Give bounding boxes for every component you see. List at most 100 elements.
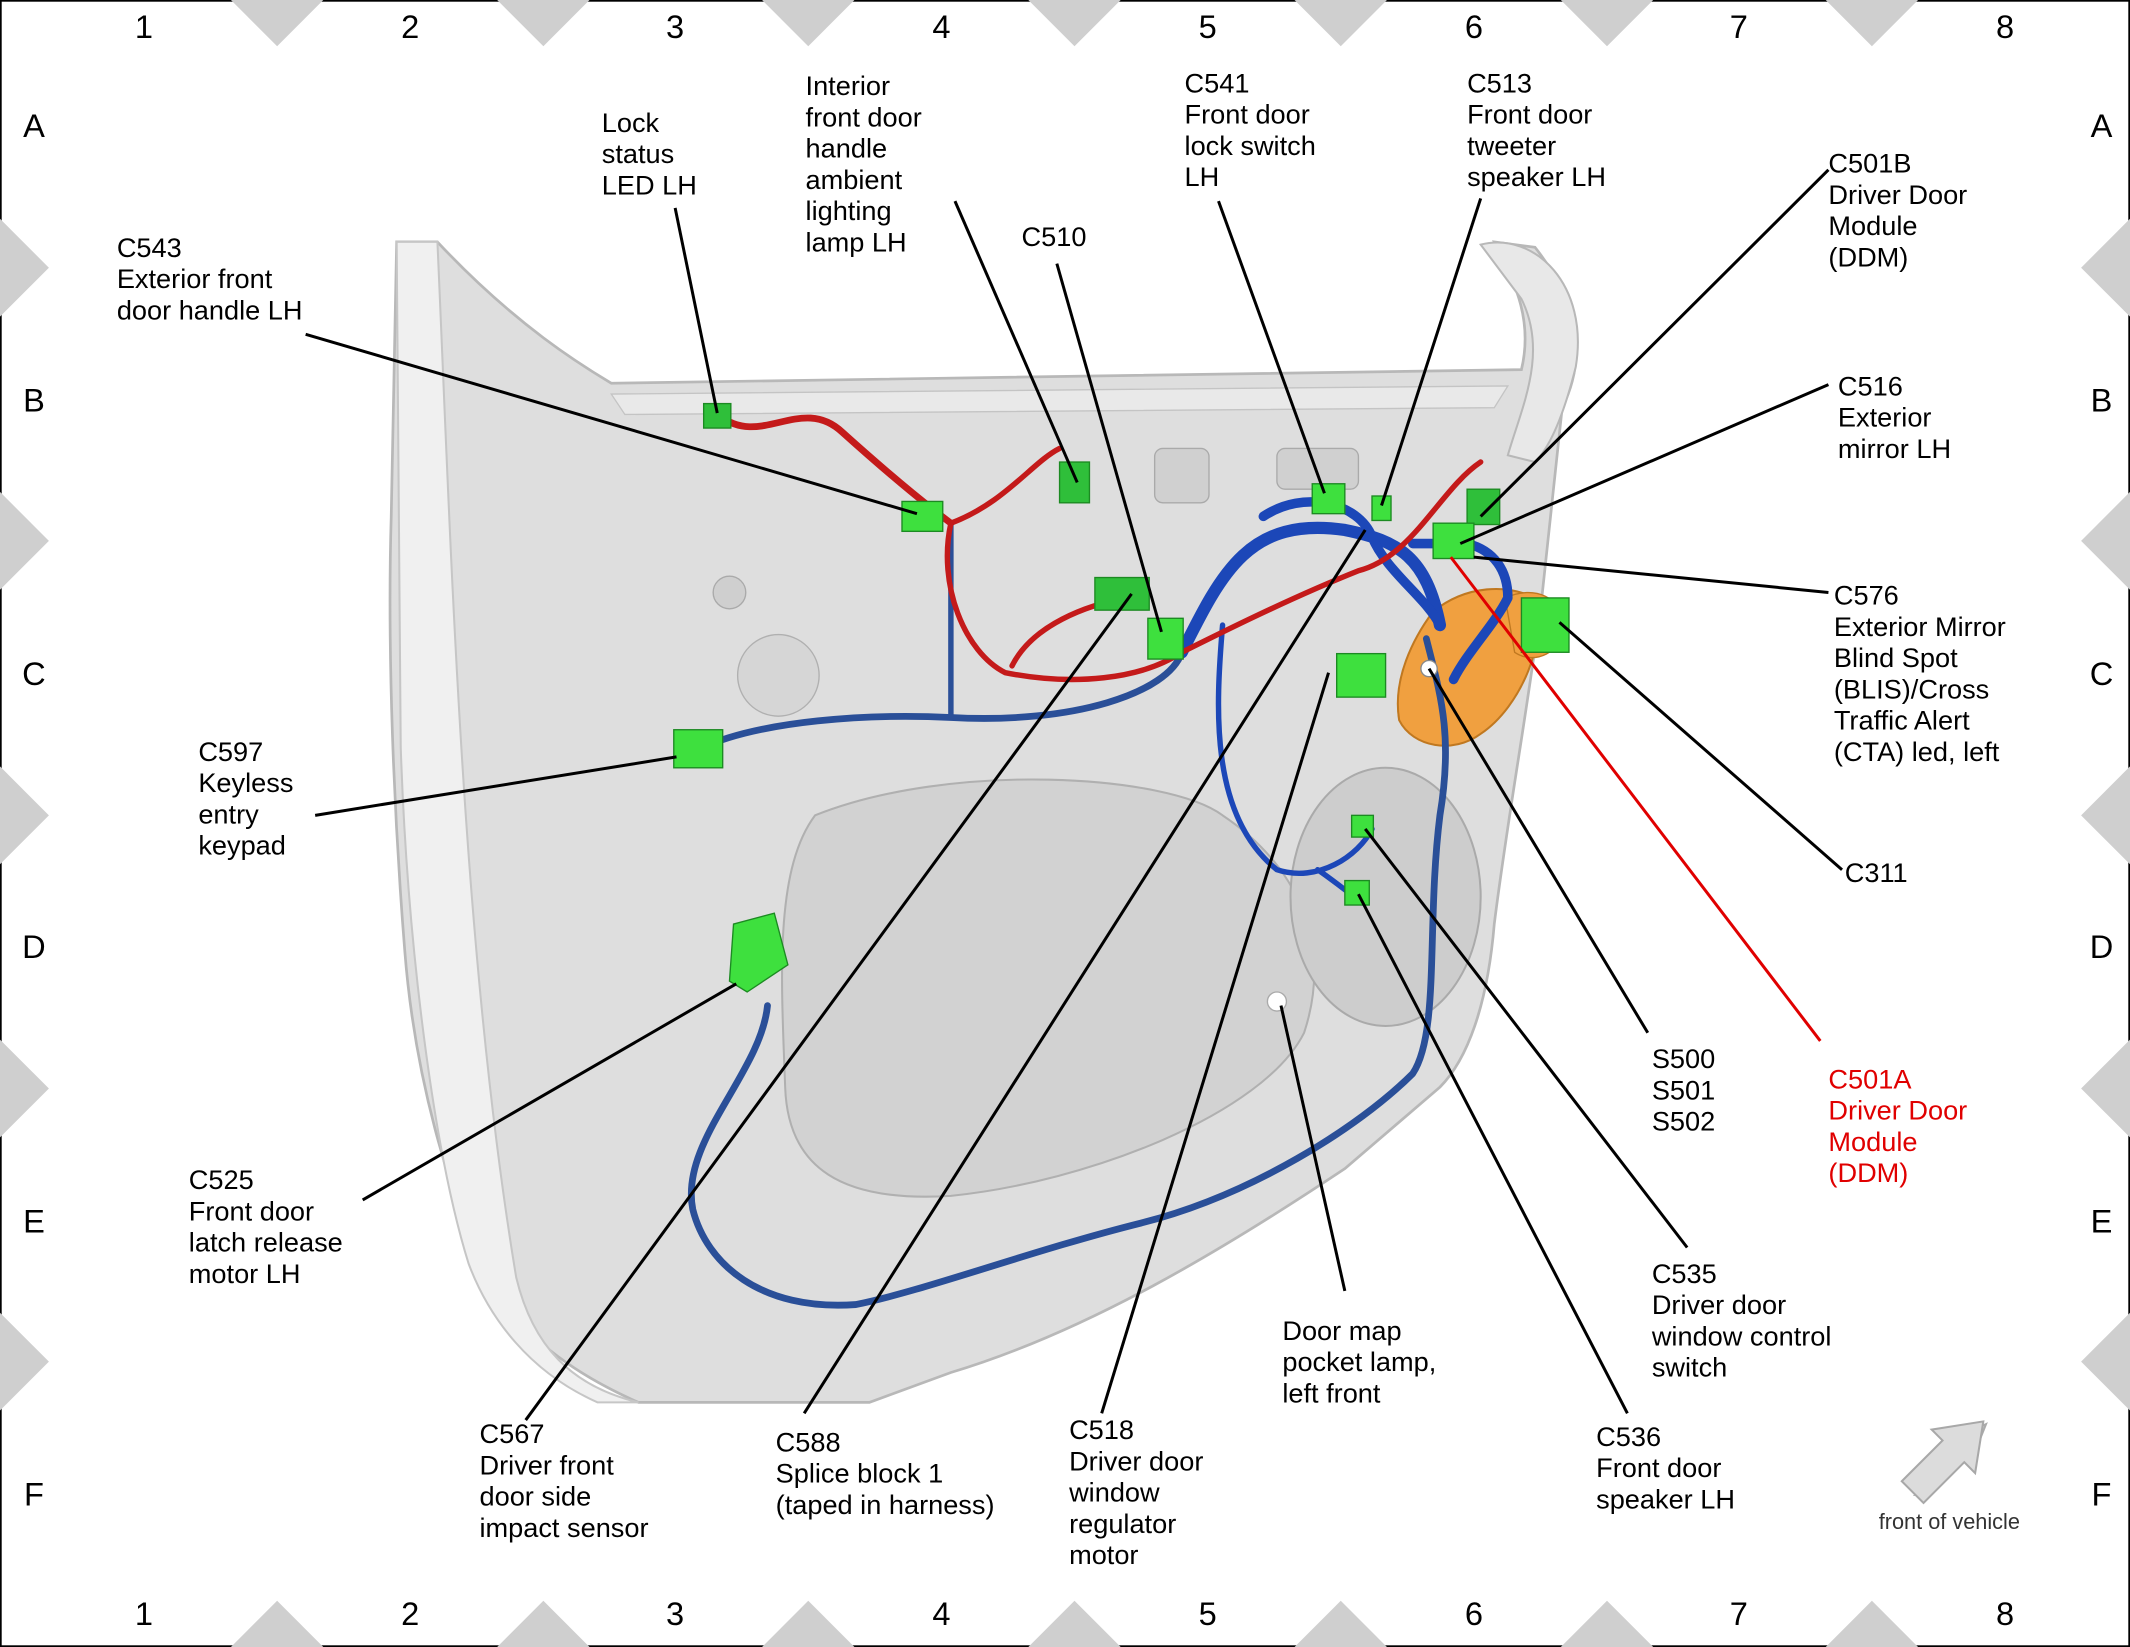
connector-c536 — [1344, 879, 1370, 906]
border-diamond-bottom-5 — [1294, 1600, 1387, 1647]
label-c588: C588 Splice block 1 (taped in harness) — [776, 1426, 995, 1520]
grid-col-1-bottom: 1 — [135, 1595, 153, 1632]
label-c536: C536 Front door speaker LH — [1596, 1421, 1735, 1515]
border-diamond-right-5 — [2081, 1312, 2130, 1411]
label-c541: C541 Front door lock switch LH — [1185, 67, 1324, 192]
label-c567: C567 Driver front door side impact senso… — [480, 1418, 649, 1543]
leader-interior-handle-lamp — [953, 200, 1079, 484]
grid-column-labels-top: 1 2 3 4 5 6 7 8 — [135, 8, 2014, 45]
leader-c501b — [1479, 168, 1830, 518]
harness-led-branch — [716, 412, 955, 527]
border-diamond-left-5 — [0, 1312, 49, 1411]
border-diamond-bottom-1 — [230, 1600, 324, 1647]
connector-c513 — [1371, 495, 1392, 522]
label-c513: C513 Front door tweeter speaker LH — [1467, 67, 1606, 192]
connector-c597 — [673, 729, 724, 769]
panel-pocket — [1153, 447, 1210, 504]
border-diamond-right-1 — [2081, 218, 2130, 317]
front-arrow-shape — [1900, 1420, 1985, 1505]
door-edge-flange — [395, 240, 639, 1404]
border-diamond-top-7 — [1825, 0, 1919, 47]
label-interior-handle-lamp: Interior front door handle ambient light… — [806, 70, 930, 257]
front-of-vehicle-indicator: front of vehicle — [1879, 1420, 2020, 1534]
grid-col-6-bottom: 6 — [1465, 1595, 1483, 1632]
grid-col-2-top: 2 — [401, 8, 419, 45]
leader-c567 — [524, 592, 1133, 1421]
leader-c501a — [1449, 556, 1822, 1042]
grid-col-3-bottom: 3 — [666, 1595, 684, 1632]
border-diamond-right-2 — [2081, 491, 2130, 590]
label-c516: C516 Exterior mirror LH — [1838, 370, 1951, 464]
grid-row-a-left: A — [23, 107, 45, 144]
harness-blue — [687, 497, 1513, 1309]
harness-ambient-branch — [948, 445, 1063, 526]
grid-row-labels-left: A B C D E F — [22, 107, 46, 1512]
connector-c541 — [1311, 483, 1346, 515]
border-diamond-top-1 — [230, 0, 324, 47]
border-diamond-bottom-7 — [1825, 1600, 1919, 1647]
harness-ddm-branch — [1408, 538, 1513, 685]
leader-c543 — [305, 332, 918, 516]
belt-line — [610, 385, 1510, 416]
harness-main-loop-2 — [1258, 497, 1445, 630]
grid-row-e-left: E — [23, 1203, 45, 1240]
connector-c525 — [728, 912, 789, 993]
leader-c525 — [361, 982, 738, 1202]
label-s500-s502: S500 S501 S502 — [1652, 1043, 1723, 1137]
leader-s500 — [1427, 667, 1650, 1034]
leader-c518 — [1100, 672, 1330, 1414]
border-diamond-bottom-2 — [497, 1600, 590, 1647]
grid-row-d-left: D — [22, 928, 46, 965]
grid-row-b-left: B — [23, 382, 45, 419]
grid-col-3-top: 3 — [666, 8, 684, 45]
harness-speaker-branch — [1215, 622, 1375, 877]
grid-row-labels-right: A B C D E F — [2090, 107, 2114, 1512]
grid-column-labels-bottom: 1 2 3 4 5 6 7 8 — [135, 1595, 2014, 1632]
border-diamond-left-3 — [0, 766, 49, 865]
grid-row-c-right: C — [2090, 655, 2114, 692]
speaker-opening — [1289, 766, 1482, 1027]
label-c576: C576 Exterior Mirror Blind Spot (BLIS)/C… — [1834, 580, 2014, 767]
label-c535: C535 Driver door window control switch — [1651, 1258, 1839, 1383]
label-c510: C510 — [1022, 221, 1087, 252]
label-c543: C543 Exterior front door handle LH — [117, 232, 303, 326]
harness-main-loop — [1175, 521, 1447, 659]
border-diamond-right-3 — [2081, 766, 2130, 865]
label-lock-status-led: Lock status LED LH — [602, 107, 697, 201]
border-diamond-top-5 — [1294, 0, 1387, 47]
border-diamond-top-6 — [1560, 0, 1654, 47]
grid-col-4-top: 4 — [932, 8, 950, 45]
leader-c536 — [1357, 893, 1629, 1414]
grid-col-1-top: 1 — [135, 8, 153, 45]
panel-hole — [712, 575, 747, 610]
border-diamond-left-1 — [0, 218, 49, 317]
border-diamond-top-2 — [497, 0, 590, 47]
connector-interior-handle-lamp — [1058, 461, 1091, 504]
leader-lines — [305, 168, 1844, 1421]
label-c525: C525 Front door latch release motor LH — [189, 1164, 351, 1289]
grid-col-2-bottom: 2 — [401, 1595, 419, 1632]
border-diamond-right-4 — [2081, 1039, 2130, 1138]
label-c518: C518 Driver door window regulator motor — [1068, 1414, 1211, 1570]
mirror-mount-bracket — [1478, 241, 1579, 464]
grid-row-b-right: B — [2091, 382, 2113, 419]
grid-col-5-top: 5 — [1199, 8, 1217, 45]
grid-col-6-top: 6 — [1465, 8, 1483, 45]
grid-row-a-right: A — [2091, 107, 2113, 144]
label-c501a: C501A Driver Door Module (DDM) — [1828, 1063, 1974, 1188]
connector-c518 — [1336, 652, 1387, 698]
leader-c311 — [1558, 621, 1844, 871]
connector-c543 — [901, 500, 944, 533]
label-c597: C597 Keyless entry keypad — [198, 736, 301, 861]
leader-c535 — [1364, 828, 1689, 1249]
grid-row-e-right: E — [2091, 1203, 2113, 1240]
grid-col-4-bottom: 4 — [932, 1595, 950, 1632]
leader-c516 — [1459, 383, 1830, 545]
grid-col-8-bottom: 8 — [1996, 1595, 2014, 1632]
border-diamond-bottom-6 — [1560, 1600, 1654, 1647]
border-diamond-top-3 — [762, 0, 855, 47]
harness-latch-branch — [687, 635, 1449, 1309]
leader-c513 — [1380, 197, 1483, 506]
